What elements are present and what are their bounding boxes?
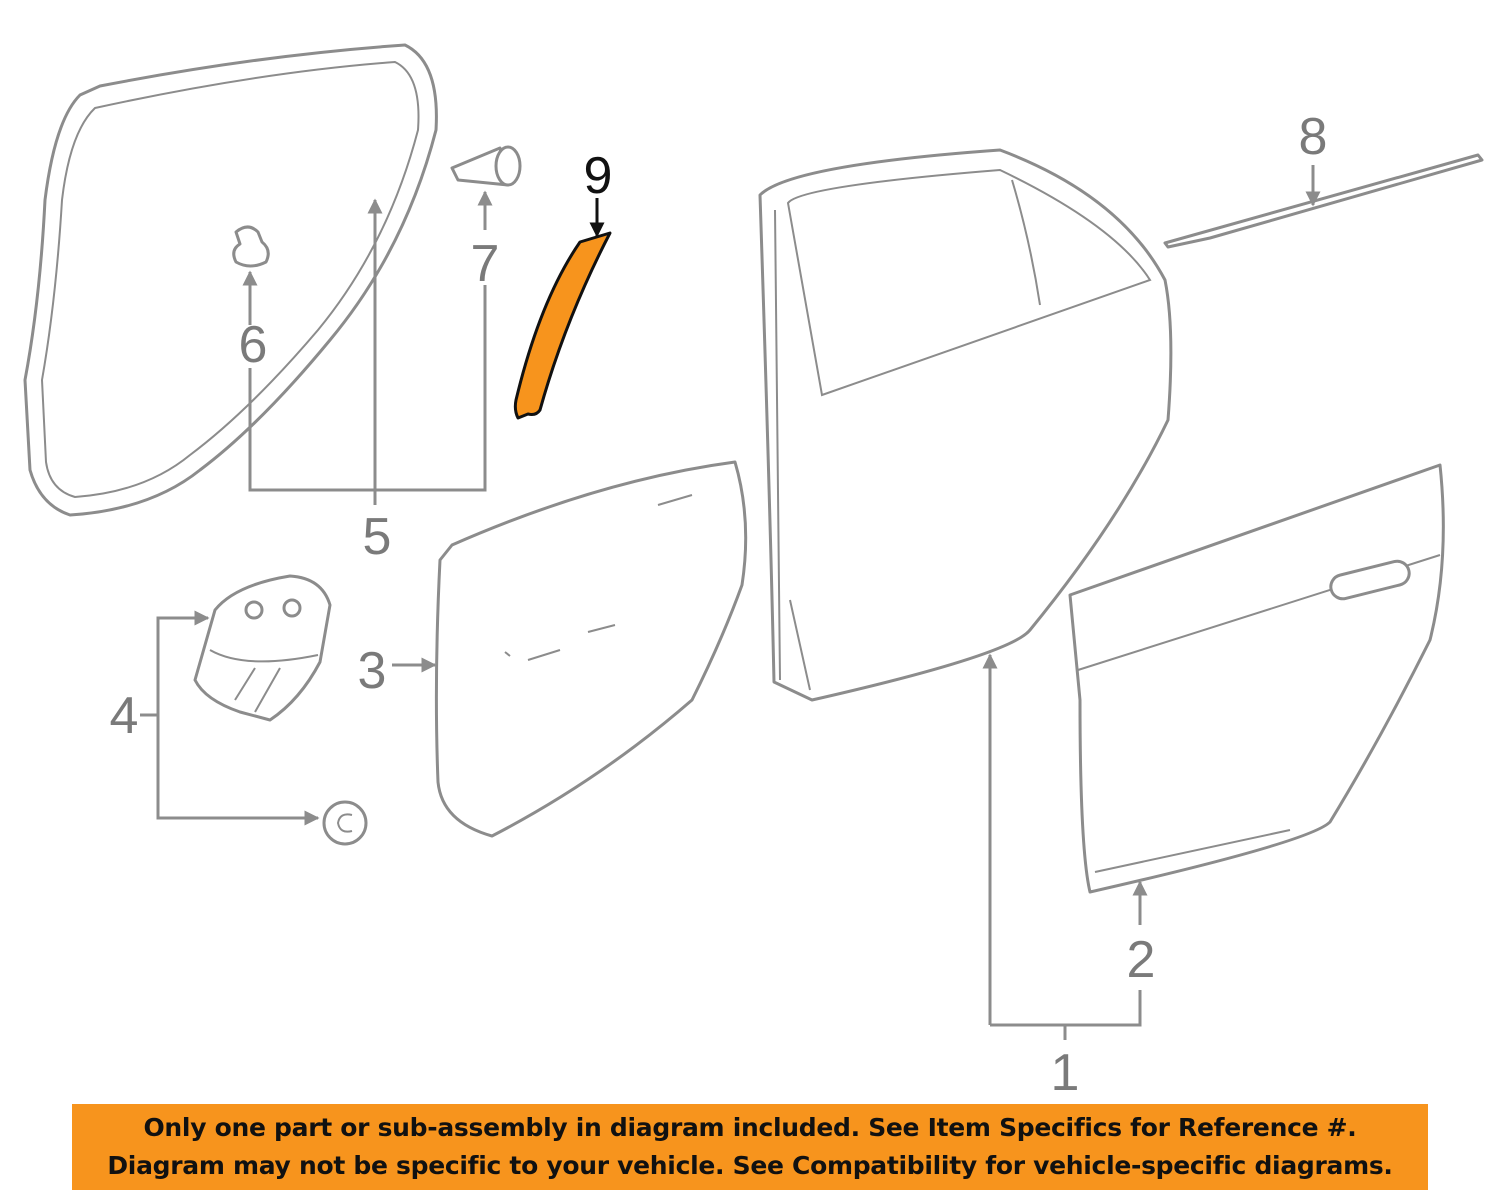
part-6-clip (232, 225, 270, 268)
part-3-water-shield (434, 460, 748, 838)
part-1-door-shell (758, 148, 1173, 702)
callout-8: 8 (1299, 108, 1328, 166)
disclaimer-line-1: Only one part or sub-assembly in diagram… (143, 1113, 1357, 1142)
part-2-outer-panel (1068, 463, 1445, 894)
callout-5: 5 (363, 508, 392, 566)
callout-7: 7 (471, 235, 500, 293)
disclaimer-line-2: Diagram may not be specific to your vehi… (107, 1151, 1393, 1180)
part-4-clip (322, 800, 368, 846)
part-7-bumper (450, 145, 522, 187)
callout-1: 1 (1051, 1044, 1080, 1102)
callout-4: 4 (110, 687, 139, 745)
part-8-belt-molding (1163, 153, 1484, 249)
callout-2: 2 (1127, 931, 1156, 989)
callout-3: 3 (358, 642, 387, 700)
disclaimer-banner: Only one part or sub-assembly in diagram… (72, 1104, 1428, 1190)
callout-6: 6 (239, 316, 268, 374)
part-4-hinge-bracket (193, 574, 332, 722)
callout-9: 9 (584, 147, 613, 205)
part-9-applique (513, 231, 612, 420)
